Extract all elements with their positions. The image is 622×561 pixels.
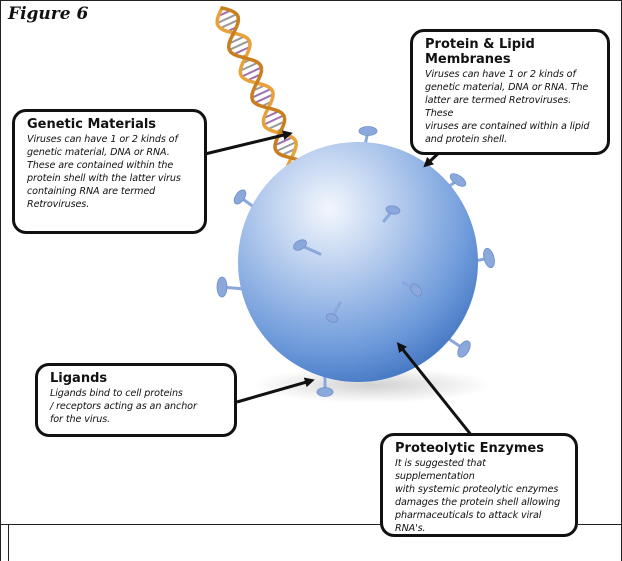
callout-line: viruses are contained within a lipid: [425, 121, 590, 132]
callout-line: genetic material, DNA or RNA.: [27, 147, 170, 158]
dna-base-pair: [228, 39, 250, 51]
figure-label: Figure 6: [8, 4, 89, 24]
ligand-head: [325, 313, 339, 323]
callout-line: It is suggested that supplementation: [395, 458, 486, 482]
dna-base-pair: [263, 110, 280, 120]
callout-line: RNA's.: [395, 523, 426, 534]
dna-base-pair: [254, 93, 274, 104]
callout-title: Proteolytic Enzymes: [395, 441, 544, 456]
callout-title: Genetic Materials: [27, 117, 157, 132]
callout-title: Ligands: [50, 371, 108, 386]
dna-base-pair: [219, 18, 239, 30]
callout-proteolytic-enzymes: Proteolytic Enzymes It is suggested that…: [380, 433, 578, 537]
dna-base-pair: [275, 141, 297, 153]
ligand-head: [483, 247, 495, 269]
ligand-head: [409, 283, 423, 297]
callout-line: Viruses can have 1 or 2 kinds of: [27, 134, 178, 145]
arrow-genetic: [204, 130, 293, 156]
arrow-enzymes: [396, 342, 474, 437]
callout-body: Ligands bind to cell proteins / receptor…: [50, 387, 225, 426]
ligand-head: [449, 173, 467, 187]
callout-line: damages the protein shell allowing: [395, 497, 561, 508]
dna-base-pair: [228, 35, 245, 45]
callout-ligands: Ligands Ligands bind to cell proteins / …: [35, 363, 237, 437]
dna-base-pair: [233, 46, 251, 56]
ligand-head: [358, 126, 378, 136]
callout-line: Viruses can have 1 or 2 kinds of: [425, 69, 576, 80]
callout-line: / receptors acting as an anchor: [50, 401, 197, 412]
callout-line: protein shell with the latter virus: [27, 173, 181, 184]
callout-line: containing RNA are termed: [27, 186, 156, 197]
dna-base-pair: [263, 114, 285, 126]
callout-line: with systemic proteolytic enzymes: [395, 484, 559, 495]
ligand-head: [385, 205, 401, 215]
callout-line: Ligands bind to cell proteins: [50, 388, 183, 399]
virus-ligands-back: [216, 126, 495, 397]
callout-protein-lipid-membranes: Protein & Lipid Membranes Viruses can ha…: [410, 29, 610, 155]
arrow-ligands: [236, 377, 315, 404]
callout-genetic-materials: Genetic Materials Viruses can have 1 or …: [12, 109, 207, 234]
callout-line: Retroviruses.: [27, 199, 90, 210]
callout-line: and protein shell.: [425, 134, 508, 145]
dna-base-pair: [239, 61, 259, 72]
callout-title: Protein & Lipid Membranes: [425, 37, 535, 67]
callout-body: Viruses can have 1 or 2 kinds of genetic…: [425, 68, 598, 146]
virus-ligands-front: [293, 205, 423, 323]
callout-body: Viruses can have 1 or 2 kinds of genetic…: [27, 133, 195, 211]
callout-line: These are contained within the: [27, 160, 174, 171]
ligand-head: [293, 239, 307, 251]
dna-base-pair: [216, 13, 238, 25]
ligand-head: [316, 387, 334, 397]
callout-line: latter are termed Retroviruses. These: [425, 95, 572, 119]
dna-strand: [220, 6, 308, 166]
ligand-head: [233, 189, 247, 205]
dna-base-pair: [241, 66, 262, 78]
ligand-head: [457, 340, 471, 358]
dna-base-pair: [267, 120, 285, 131]
callout-line: for the virus.: [50, 414, 111, 425]
dna-base-pair: [251, 87, 272, 99]
callout-line: pharmaceuticals to attack viral: [395, 510, 542, 521]
callout-line: genetic material, DNA or RNA. The: [425, 82, 589, 93]
callout-body: It is suggested that supplementation wit…: [395, 457, 566, 535]
virus-shadow: [252, 367, 492, 403]
virus-capsid: [238, 142, 478, 382]
ligand-head: [216, 276, 228, 298]
